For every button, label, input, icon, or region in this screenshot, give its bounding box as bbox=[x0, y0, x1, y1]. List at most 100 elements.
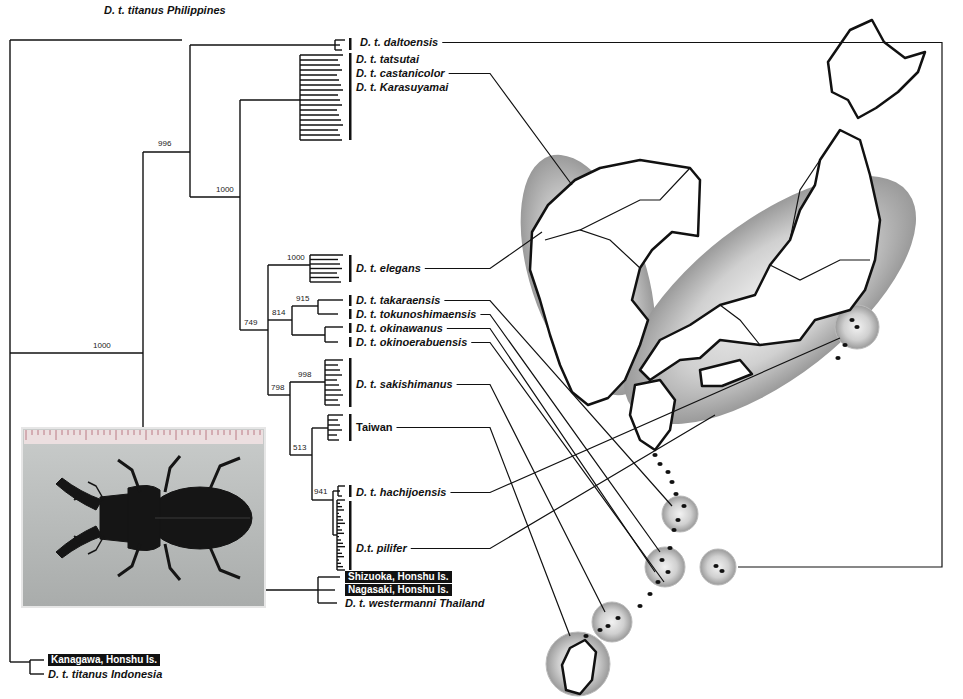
leader-line bbox=[450, 338, 840, 493]
tree-branch bbox=[310, 277, 339, 278]
tree-branch bbox=[328, 424, 340, 425]
ruler-tick bbox=[62, 430, 63, 435]
clade-bar bbox=[349, 358, 352, 407]
island-dot bbox=[835, 356, 840, 360]
island-circle bbox=[592, 602, 632, 642]
land-outline bbox=[630, 380, 675, 450]
tree-branch bbox=[337, 553, 342, 554]
ruler-tick bbox=[236, 430, 237, 440]
ruler-tick bbox=[242, 430, 243, 435]
bootstrap-value: 998 bbox=[298, 370, 311, 380]
taxon-label: D. t. sakishimanus bbox=[356, 378, 453, 391]
ruler-tick bbox=[182, 430, 183, 435]
tree-branch bbox=[318, 313, 338, 314]
ruler-tick bbox=[56, 430, 57, 440]
photo-frame bbox=[22, 428, 265, 607]
taxon-label: D. t. okinoerabuensis bbox=[356, 336, 467, 349]
tree-branch bbox=[10, 352, 143, 353]
clade-bar bbox=[349, 38, 352, 50]
ruler-tick bbox=[170, 430, 171, 435]
tree-branch bbox=[328, 434, 337, 435]
tree-branch bbox=[328, 439, 339, 440]
taxon-label: D. t. tatsutai bbox=[356, 53, 419, 66]
ruler-tick bbox=[26, 430, 260, 440]
ruler-tick bbox=[188, 430, 189, 435]
island-dot bbox=[719, 569, 724, 573]
ruler-tick bbox=[104, 430, 105, 435]
taxon-label: Taiwan bbox=[356, 421, 392, 434]
tree-branch bbox=[325, 359, 343, 360]
ruler-tick bbox=[206, 430, 207, 440]
clade-bar bbox=[349, 38, 352, 570]
leader-line bbox=[425, 232, 542, 269]
tree-branch bbox=[337, 509, 344, 510]
island-dot bbox=[597, 628, 602, 632]
ruler bbox=[24, 430, 263, 444]
tree-branch bbox=[310, 272, 337, 273]
tree-branch bbox=[325, 326, 343, 327]
clade-bar bbox=[349, 255, 352, 282]
tree-branch bbox=[300, 54, 343, 55]
tree-branch bbox=[311, 428, 312, 500]
border-line bbox=[545, 160, 870, 345]
border-line bbox=[580, 168, 690, 230]
tree-branch bbox=[333, 490, 338, 491]
ruler-tick bbox=[86, 430, 87, 440]
tree-branch bbox=[291, 306, 292, 335]
beetle bbox=[74, 536, 82, 544]
tree-branch bbox=[292, 305, 318, 306]
tree-branch bbox=[337, 559, 339, 560]
tree-branch bbox=[310, 259, 338, 260]
beetle bbox=[118, 544, 140, 576]
ruler-tick bbox=[152, 430, 153, 435]
locality-text: Shizuoka, Honshu Is. bbox=[348, 571, 449, 582]
tree-branch bbox=[337, 566, 343, 567]
tree-branch bbox=[324, 360, 325, 405]
beetle bbox=[88, 536, 104, 554]
tree-branch bbox=[327, 415, 328, 440]
tree-branch bbox=[300, 124, 343, 125]
tree-branch bbox=[338, 495, 342, 496]
tree-branch bbox=[300, 74, 337, 75]
island-dot bbox=[669, 480, 674, 484]
locality-box: Kanagawa, Honshu Is. bbox=[48, 654, 160, 666]
tree-branch bbox=[337, 549, 340, 550]
taxon-label: D. t. tokunoshimaensis bbox=[356, 308, 476, 321]
tree-branch bbox=[337, 533, 344, 534]
taxon-label: D. t. Karasuyamai bbox=[356, 81, 448, 94]
bootstrap-value: 513 bbox=[293, 443, 306, 453]
beetle bbox=[56, 478, 102, 510]
tree-branch bbox=[300, 94, 338, 95]
ruler-tick bbox=[230, 430, 231, 435]
border-line bbox=[790, 160, 820, 240]
land-outline bbox=[828, 20, 925, 118]
island-dot bbox=[655, 580, 660, 584]
tree-branch bbox=[328, 429, 342, 430]
taxon-label: D. t. castanicolor bbox=[356, 67, 445, 80]
tree-branch bbox=[337, 526, 340, 527]
ruler-tick bbox=[122, 430, 123, 435]
tree-branch bbox=[337, 556, 344, 557]
tree-branch bbox=[30, 673, 44, 674]
tree-branch bbox=[325, 394, 343, 395]
tree-branch bbox=[337, 563, 341, 564]
clade-bar bbox=[349, 323, 352, 333]
tree-branch bbox=[318, 589, 335, 590]
tree-branch bbox=[239, 100, 240, 330]
taxon-label: D. t. okinawanus bbox=[356, 322, 443, 335]
tree-branch bbox=[337, 503, 340, 504]
island-dot bbox=[659, 558, 664, 562]
island-dot bbox=[615, 616, 620, 620]
border-line bbox=[720, 305, 760, 345]
beetle bbox=[210, 547, 240, 578]
ruler-tick bbox=[50, 430, 51, 435]
island-dot bbox=[667, 546, 672, 550]
leader-line bbox=[449, 74, 572, 186]
leader-line bbox=[457, 385, 605, 613]
locality-box: Shizuoka, Honshu Is. bbox=[345, 571, 452, 583]
taxon-label: D.t. pilifer bbox=[356, 542, 407, 555]
tree-branch bbox=[300, 59, 338, 60]
tree-branch bbox=[300, 99, 340, 100]
leader-line bbox=[444, 301, 672, 507]
tree-branch bbox=[300, 69, 342, 70]
